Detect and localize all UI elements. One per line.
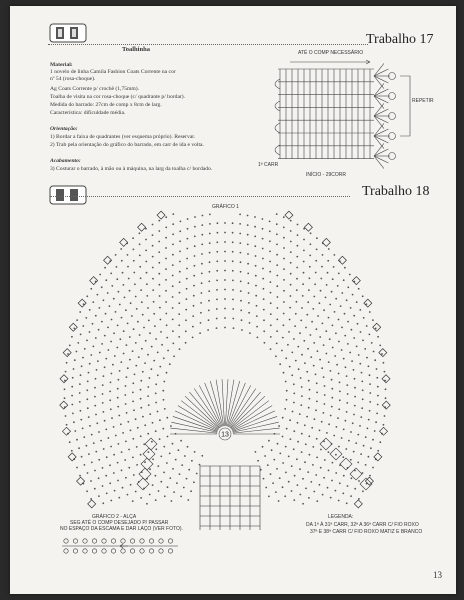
- trabalho18-title: Trabalho 18: [362, 184, 430, 199]
- material-line: 1 novelo de linha Camila Fashion Coats C…: [50, 69, 176, 75]
- orientacao-step: 2) Trab pela orientação do gráfico do ba…: [50, 142, 204, 148]
- chart18-strap: [136, 437, 373, 530]
- acabamento-step: 3) Costurar o barrado, à mão ou à máquin…: [50, 166, 213, 172]
- grafico2-line: NO ESPAÇO DA ESCAMA E DAR LAÇO (VER FOTO…: [60, 526, 183, 532]
- legend-title: LEGENDA:: [328, 514, 354, 520]
- grafico2-title: GRÁFICO 2 - ALÇA: [92, 514, 137, 520]
- material-line: nº 54 (rosa-choque).: [50, 76, 96, 82]
- project-heading: Toalhinha: [122, 46, 150, 53]
- chart17-grid: [274, 59, 411, 169]
- scissors-icon: [49, 185, 87, 205]
- section-rule: [48, 44, 368, 45]
- center-label: 13: [221, 432, 229, 439]
- scissors-icon: [49, 23, 87, 43]
- toalha-line: Toalha de visita na cor rosa-choque (c/ …: [50, 94, 186, 100]
- grafico1-label: GRÁFICO 1: [212, 204, 239, 210]
- agulha-line: Ag Coats Corrente p/ crochê (1,75mm).: [50, 86, 140, 92]
- section-rule: [50, 196, 350, 197]
- orientacao-label: Orientação:: [50, 126, 78, 132]
- chart18-dots: [63, 213, 387, 505]
- chart-inicio-label: INÍCIO - 29CORR: [306, 172, 347, 178]
- legend-line: DA 1ª À 31ª CARR, 32ª A 36ª CARR C/ FIO …: [306, 522, 419, 528]
- trabalho17-chart: [274, 59, 411, 169]
- acabamento-label: Acabamento:: [50, 158, 81, 164]
- medida-line: Medida do barrado: 27cm de comp x 8cm de…: [50, 102, 162, 108]
- chart-top-label: ATÉ O COMP NECESSÁRIO: [298, 50, 364, 56]
- chart-start-label: 1ª CARR: [258, 162, 279, 168]
- caracteristica-line: Característica: dificuldade média.: [50, 110, 126, 116]
- material-label: Material:: [50, 62, 73, 68]
- chart18-rings: [170, 379, 280, 441]
- chart-repeat-label: REPETIR: [412, 98, 434, 104]
- page-number: 13: [433, 570, 442, 580]
- orientacao-step: 1) Bordar a faixa de quadrantes (ver esq…: [50, 134, 196, 140]
- grafico2-line: SEG ATÉ O COMP DESEJADO P/ PASSAR: [70, 520, 169, 526]
- grafico2-pattern: [62, 538, 178, 554]
- magazine-page: Trabalho 17 Toalhinha Material: 1 novelo…: [10, 6, 456, 594]
- chart18-edge: [59, 210, 391, 509]
- legend-line: 37ª E 38ª CARR C/ FIO ROXO MATIZ E BRANC…: [310, 529, 423, 535]
- trabalho18-chart: 13: [59, 210, 391, 530]
- grafico2-strip: [62, 538, 178, 554]
- trabalho17-title: Trabalho 17: [366, 32, 434, 47]
